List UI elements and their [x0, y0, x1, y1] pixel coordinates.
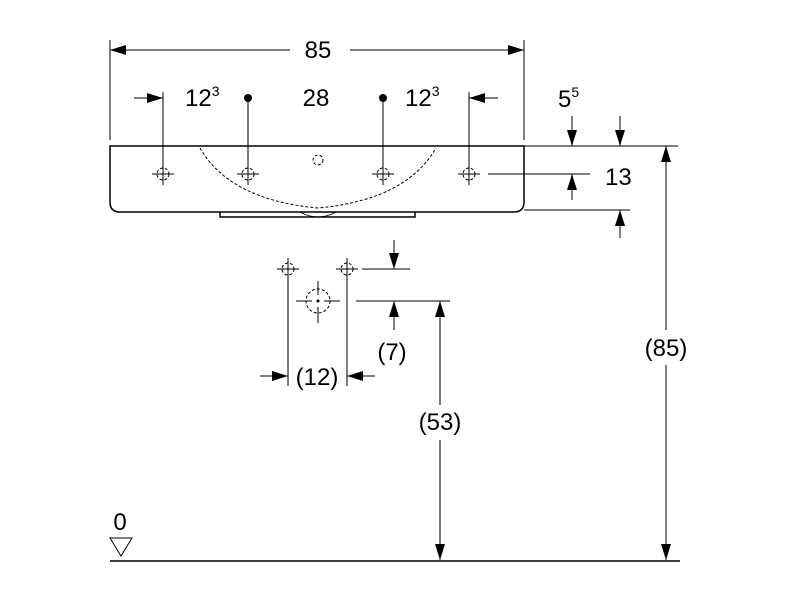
overall-width-label: 85 [305, 37, 332, 64]
rim-height-dimension: (85) [645, 146, 688, 560]
tap-spacing-dimension: 123 28 123 [134, 83, 498, 180]
waste-outlet-mark [296, 281, 340, 323]
rim-offset-label: 55 [558, 84, 579, 113]
waste-offset-dimension: (7) [356, 240, 450, 366]
rim-offset-dimension: 55 [524, 84, 678, 147]
waste-spacing-dimension: (12) [260, 280, 375, 391]
waste-height-dimension: (53) [419, 301, 462, 560]
right-offset-label: 123 [405, 83, 440, 112]
waste-offset-label: (7) [377, 339, 406, 366]
waste-spacing-label: (12) [296, 364, 339, 391]
overall-width-dimension: 85 [109, 37, 525, 140]
floor-level: 0 [109, 509, 680, 562]
fixing-hole-mark [336, 258, 358, 280]
basin-depth-dimension: 13 [488, 164, 632, 238]
basin-depth-label: 13 [605, 164, 632, 191]
tap-spacing-label: 28 [303, 85, 330, 112]
waste-outlet-marks [277, 258, 358, 323]
fixing-hole-mark [277, 258, 299, 280]
waste-height-label: (53) [419, 409, 462, 436]
rim-height-label: (85) [645, 335, 688, 362]
basin-outline [109, 145, 525, 218]
left-offset-label: 123 [185, 83, 220, 112]
floor-level-label: 0 [113, 509, 126, 536]
tap-hole-marks [152, 163, 480, 185]
